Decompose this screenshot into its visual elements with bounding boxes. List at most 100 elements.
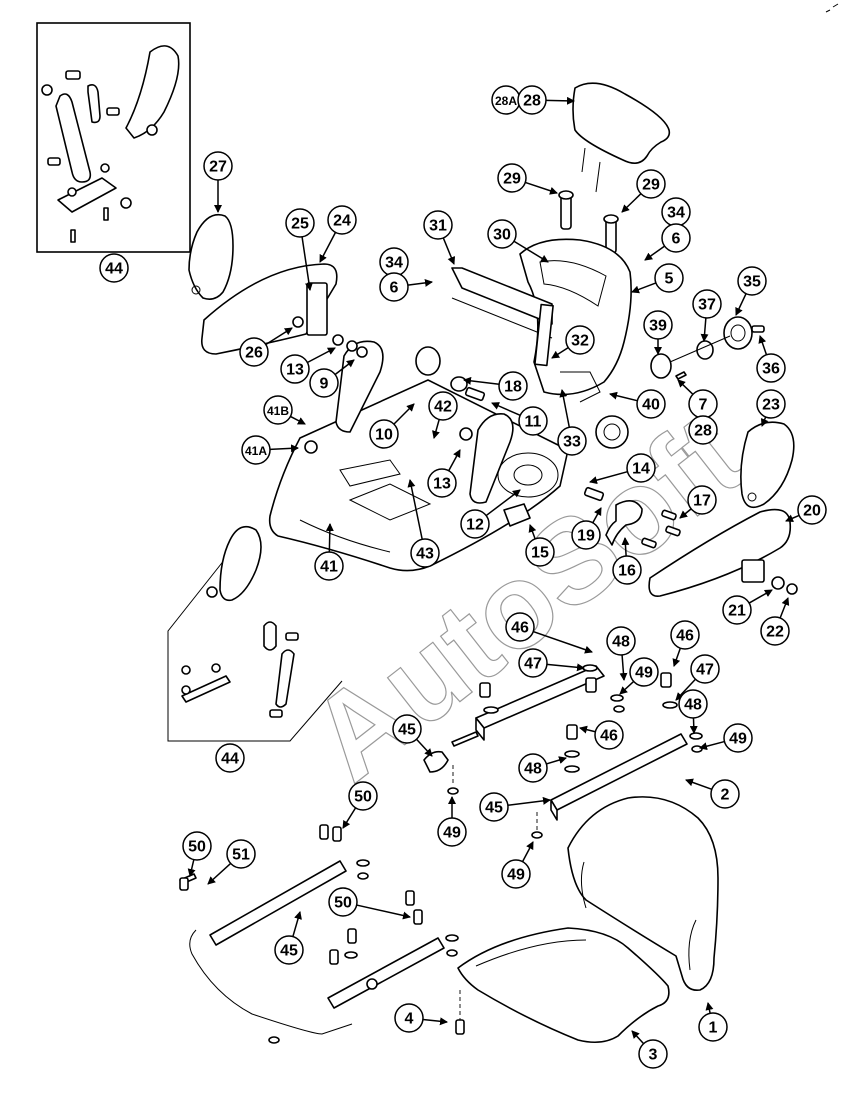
leader-arrow-45 xyxy=(507,796,551,807)
callout-label: 32 xyxy=(571,333,589,350)
callout-circle xyxy=(285,208,315,238)
callout-label: 11 xyxy=(525,414,542,431)
leader-arrow-10 xyxy=(393,403,415,425)
callout-label: 47 xyxy=(524,656,542,673)
callout-label: 24 xyxy=(333,213,351,230)
leader-lines xyxy=(187,96,800,1045)
leader-arrow-45 xyxy=(415,738,433,757)
callout-circle xyxy=(410,538,440,568)
callout-label: 37 xyxy=(698,297,716,314)
leader-arrow-15 xyxy=(528,524,537,540)
callout-circle xyxy=(99,253,129,283)
callout-47: 47 xyxy=(518,648,548,678)
callout-label: 20 xyxy=(803,503,821,520)
callout-circle xyxy=(274,935,304,965)
pivot-hardware xyxy=(332,334,681,549)
leader-arrow-30 xyxy=(513,240,549,263)
callout-label: 17 xyxy=(693,493,711,510)
upper-slide-rails xyxy=(423,664,703,839)
leader-arrow-49 xyxy=(521,841,534,862)
callout-circle xyxy=(606,626,636,656)
callout-label: 51 xyxy=(232,847,250,864)
callout-label: 34 xyxy=(667,205,685,222)
callout-circle xyxy=(626,453,656,483)
callout-13: 13 xyxy=(280,354,310,384)
leader-arrow-41a xyxy=(269,444,299,453)
callout-49: 49 xyxy=(437,817,467,847)
leader-arrow-21 xyxy=(748,589,773,604)
leader-arrow-23 xyxy=(760,416,769,427)
callout-circle xyxy=(756,353,786,383)
callout-circle xyxy=(215,743,245,773)
leader-arrow-40 xyxy=(609,391,638,402)
callout-5: 5 xyxy=(654,263,684,293)
leader-arrow-28 xyxy=(545,96,575,105)
callout-label: 18 xyxy=(504,379,522,396)
leader-arrow-13 xyxy=(448,449,461,472)
leader-arrow-24 xyxy=(319,232,337,263)
callout-label: 26 xyxy=(245,345,263,362)
callout-label: 49 xyxy=(443,825,461,842)
callout-circle xyxy=(525,537,555,567)
callout-48: 48 xyxy=(518,753,548,783)
callout-circle xyxy=(670,620,700,650)
callout-46: 46 xyxy=(594,720,624,750)
callout-circle xyxy=(722,595,752,625)
callout-circle xyxy=(498,371,528,401)
callout-circle xyxy=(226,839,256,869)
leader-arrow-32 xyxy=(551,346,569,359)
leader-arrow-4 xyxy=(422,1017,448,1026)
callout-circle xyxy=(636,169,666,199)
lower-slide-rails xyxy=(179,824,459,1044)
callout-circle xyxy=(698,1012,728,1042)
leader-arrow-37 xyxy=(700,317,709,342)
callout-label: 29 xyxy=(503,171,521,188)
leader-arrow-13 xyxy=(307,347,336,364)
callout-circle xyxy=(437,817,467,847)
callout-label: 25 xyxy=(291,216,309,233)
callout-9: 9 xyxy=(309,368,339,398)
callout-label: 50 xyxy=(334,895,352,912)
callout-circle xyxy=(423,210,453,240)
callout-47: 47 xyxy=(690,654,720,684)
callout-circle xyxy=(328,887,358,917)
callout-label: 43 xyxy=(416,546,434,563)
callout-label: 45 xyxy=(280,943,298,960)
callout-label: 13 xyxy=(286,362,304,379)
callout-label: 27 xyxy=(209,159,227,176)
callout-label: 44 xyxy=(105,261,123,278)
callout-12: 12 xyxy=(460,509,490,539)
callout-circle xyxy=(460,509,490,539)
seat-back-cushion xyxy=(567,796,719,992)
callout-label: 5 xyxy=(665,271,674,288)
leader-arrow-51 xyxy=(207,862,232,885)
leader-arrow-46 xyxy=(579,725,596,734)
callout-circle xyxy=(327,205,357,235)
callout-label: 41B xyxy=(267,404,289,418)
callout-label: 12 xyxy=(466,517,484,534)
leader-arrow-49 xyxy=(619,680,635,695)
callout-circle xyxy=(756,389,786,419)
callout-7: 7 xyxy=(688,389,718,419)
leader-arrow-48 xyxy=(546,756,567,765)
callout-label: 49 xyxy=(507,867,525,884)
callout-label: 35 xyxy=(743,274,761,291)
callout-label: 47 xyxy=(696,662,714,679)
callout-circle xyxy=(518,406,548,436)
callout-49: 49 xyxy=(629,657,659,687)
callout-circle xyxy=(638,1039,668,1069)
callout-label: 41 xyxy=(320,559,338,576)
callout-label: 50 xyxy=(188,839,206,856)
callout-14: 14 xyxy=(626,453,656,483)
callout-13: 13 xyxy=(427,468,457,498)
leader-arrow-6 xyxy=(407,278,433,287)
callout-label: 3 xyxy=(649,1047,658,1064)
callout-circle xyxy=(518,753,548,783)
callout-49: 49 xyxy=(501,859,531,889)
leader-arrow-29 xyxy=(525,181,558,195)
callout-circle xyxy=(427,468,457,498)
callout-circle xyxy=(314,551,344,581)
callout-circle xyxy=(571,520,601,550)
callout-label: 49 xyxy=(635,665,653,682)
